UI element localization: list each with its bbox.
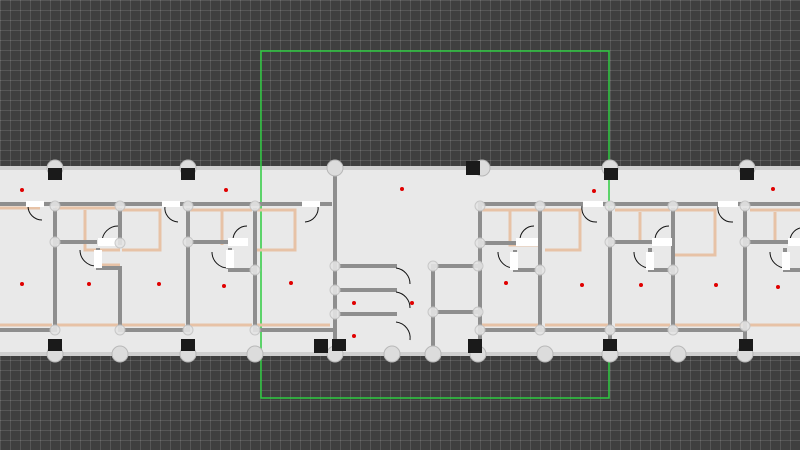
door-leaves	[26, 201, 800, 270]
column-anchors[interactable]	[48, 161, 754, 353]
room-markers[interactable]	[20, 187, 780, 338]
floor-slab-top-edge	[0, 166, 800, 170]
inner-wall-nodes[interactable]	[49, 200, 751, 336]
